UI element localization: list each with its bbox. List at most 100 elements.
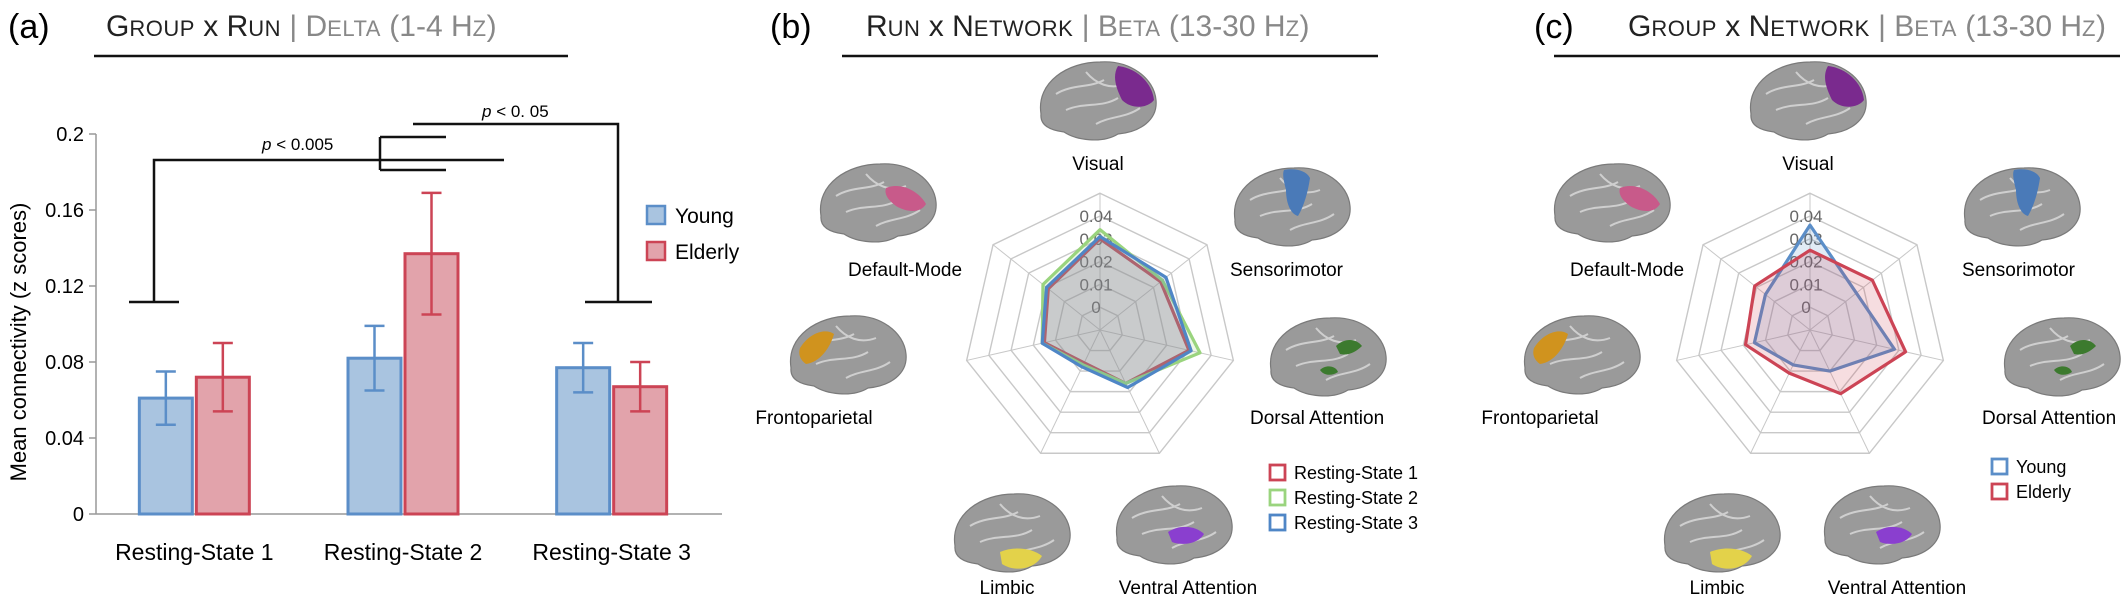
radar-axis-label: Sensorimotor	[1230, 260, 1344, 281]
radar-grid-ring	[965, 192, 1235, 454]
bar-y-tick-label: 0.04	[45, 428, 84, 450]
sig-bracket-2	[413, 122, 620, 302]
radar-axis-label: Frontoparietal	[755, 408, 872, 429]
radar-axis-label: Dorsal Attention	[1982, 408, 2116, 429]
radar-grid-ring	[1077, 306, 1123, 352]
panel-b-letter: (b)	[770, 8, 812, 46]
radar-r-tick-label: 0.04	[1079, 207, 1112, 226]
sig-label-1: p < 0.005	[261, 135, 333, 154]
brain-icon-5	[1523, 315, 1641, 395]
brain-icon-3	[1115, 485, 1233, 565]
radar-r-tick-label: 0.02	[1079, 253, 1112, 272]
brain-gyri	[1979, 177, 2065, 231]
brain-shape	[953, 493, 1071, 573]
radar-spoke	[1099, 329, 1234, 361]
brain-icon-2	[2003, 317, 2121, 397]
radar-spoke	[1750, 329, 1811, 454]
panel-b-title: RUN x NETWORK | BETA (13-30 HZ)	[866, 10, 1310, 43]
legend-swatch	[1990, 457, 2009, 476]
bar-x-tick-label: Resting-State 1	[115, 539, 274, 565]
radar-grid-ring	[1010, 238, 1190, 413]
bar-y-tick-label: 0	[73, 504, 84, 526]
legend-swatch	[1268, 463, 1287, 482]
brain-gyri	[2019, 327, 2105, 381]
bar-marks	[137, 191, 669, 516]
bar-y-tick-label: 0.08	[45, 352, 84, 374]
radar-axis-label: Default-Mode	[848, 260, 962, 281]
significance-brackets: p < 0.005 p < 0. 05	[129, 102, 652, 304]
panel-c-title: GROUP x NETWORK | BETA (13-30 HZ)	[1628, 10, 2106, 43]
bar-ylabel: Mean connectivity (z scores)	[6, 203, 31, 482]
panel-c-letter: (c)	[1534, 8, 1574, 46]
brain-region	[1876, 526, 1912, 544]
brain-region	[2013, 169, 2040, 216]
radar-axis-label: Ventral Attention	[1828, 578, 1966, 599]
radar-grid-ring	[988, 215, 1212, 434]
radar-spoke	[1040, 329, 1101, 454]
radar-spoke	[1676, 329, 1811, 361]
bar-x-tick-label: Resting-State 2	[324, 539, 483, 565]
radar-axis-label: Default-Mode	[1570, 260, 1684, 281]
brain-region	[2054, 340, 2096, 375]
brain-shape	[2003, 317, 2121, 397]
brain-region	[1320, 340, 1362, 375]
brain-icon-2	[1269, 317, 1387, 397]
brain-region	[799, 331, 834, 364]
brain-icon-4	[1663, 493, 1781, 573]
brain-region	[1283, 169, 1310, 216]
radar-axis-label: Dorsal Attention	[1250, 408, 1384, 429]
bar-y-tick-label: 0.2	[56, 124, 84, 146]
radar-axis-label: Limbic	[980, 578, 1035, 599]
legend-label: Elderly	[675, 241, 740, 264]
brain-region	[1710, 548, 1752, 569]
bar-y-tick-label: 0.12	[45, 276, 84, 298]
legend-swatch	[1268, 513, 1287, 532]
radar-series	[1040, 228, 1202, 386]
brain-gyri	[1569, 173, 1655, 227]
brain-region	[1000, 548, 1042, 569]
brain-region	[1115, 66, 1154, 107]
radar-spoke	[966, 329, 1101, 361]
brain-gyri	[1679, 503, 1765, 557]
brain-shape	[1663, 493, 1781, 573]
radar-grid-ring	[1698, 215, 1922, 434]
sig-bracket-1	[152, 158, 504, 302]
brain-shape	[1115, 485, 1233, 565]
brain-icon-6	[1553, 163, 1671, 243]
radar-r-tick-label: 0.01	[1079, 275, 1112, 294]
brain-gyri	[1131, 495, 1217, 549]
brain-region	[1168, 526, 1204, 544]
legend-swatch	[645, 240, 667, 262]
brain-gyri	[835, 173, 921, 227]
brain-icon-1	[1963, 167, 2081, 247]
brain-gyri	[1285, 327, 1371, 381]
radar-grid-ring	[1675, 192, 1945, 454]
radar-spoke	[1702, 244, 1811, 331]
radar-grid-ring	[1787, 306, 1833, 352]
radar-spoke	[1809, 329, 1944, 361]
legend-label: Resting-State 3	[1294, 513, 1418, 533]
brain-icon-0	[1039, 61, 1157, 141]
brain-region	[885, 185, 926, 211]
radar-spoke	[1099, 329, 1160, 454]
legend-label: Resting-State 2	[1294, 488, 1418, 508]
legend-label: Young	[675, 205, 734, 228]
brain-shape	[819, 163, 937, 243]
panel-b: (b) RUN x NETWORK | BETA (13-30 HZ) 0 0.0…	[755, 8, 1418, 599]
radar-axis-label: Limbic	[1690, 578, 1745, 599]
radar-r-tick-label: 0	[1091, 298, 1100, 317]
brain-shape	[1553, 163, 1671, 243]
brain-gyri	[1055, 71, 1141, 125]
bar-x-tick-label: Resting-State 3	[532, 539, 691, 565]
panel-a-title: GROUP x RUN | DELTA (1-4 HZ)	[106, 10, 497, 43]
radar-r-tick-label: 0	[1801, 298, 1810, 317]
brain-icon-0	[1749, 61, 1867, 141]
radar-b: 00.010.020.030.04VisualSensorimotorDorsa…	[755, 61, 1387, 599]
brain-icon-1	[1233, 167, 1351, 247]
brain-shape	[1823, 485, 1941, 565]
brain-gyri	[1765, 71, 1851, 125]
